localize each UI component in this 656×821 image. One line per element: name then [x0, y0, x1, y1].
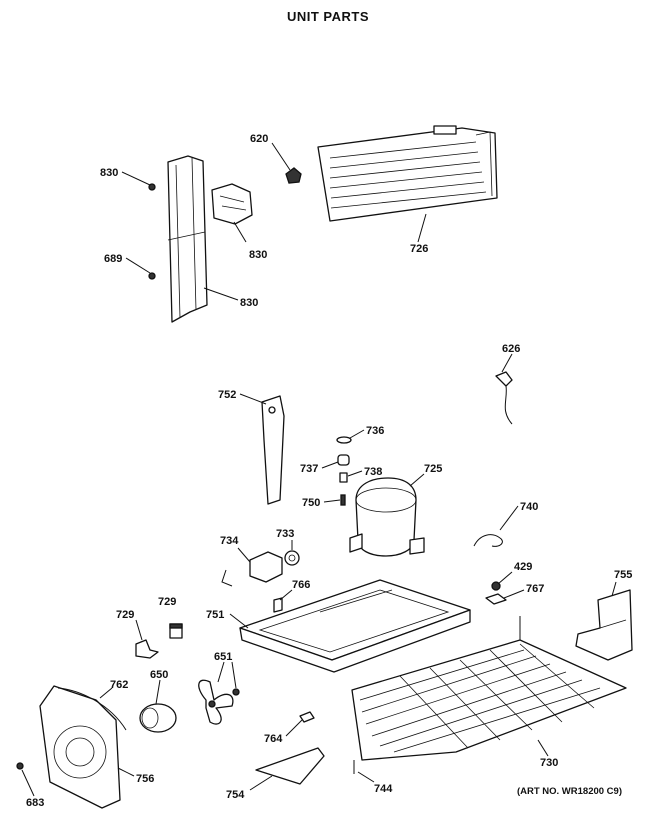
fan-shroud-gasket-part — [57, 687, 127, 731]
callout-752: 752 — [218, 389, 236, 401]
callout-750: 750 — [302, 497, 320, 509]
callout-651: 651 — [214, 651, 232, 663]
overload-clip-part — [473, 534, 503, 547]
callout-764: 764 — [264, 733, 283, 745]
callout-729: 729 — [116, 609, 134, 621]
compressor-part — [349, 477, 425, 557]
callout-755: 755 — [614, 569, 632, 581]
condenser-bracket-part — [575, 589, 633, 661]
leader-lines — [21, 142, 617, 797]
thermostat-part — [285, 167, 302, 184]
callout-labels: 830 689 830 830 620 726 626 752 736 737 … — [26, 133, 632, 809]
relay-part — [221, 551, 283, 587]
callout-756: 756 — [136, 773, 154, 785]
callout-830: 830 — [249, 249, 267, 261]
nut-part — [232, 688, 240, 696]
capacitor-bracket-part — [135, 639, 159, 659]
clip-part — [299, 711, 315, 723]
clip-part — [273, 597, 283, 613]
callout-738: 738 — [364, 466, 382, 478]
sleeve-part — [339, 472, 348, 483]
callout-429: 429 — [514, 561, 532, 573]
callout-762: 762 — [110, 679, 128, 691]
callout-730: 730 — [540, 757, 558, 769]
callout-620: 620 — [250, 133, 268, 145]
screw-part — [16, 762, 24, 770]
capacitor-part — [169, 623, 183, 639]
drain-pan-part — [255, 747, 325, 785]
callout-751: 751 — [206, 609, 224, 621]
callout-744: 744 — [374, 783, 393, 795]
grommet-part — [337, 454, 350, 466]
callout-737: 737 — [300, 463, 318, 475]
callout-729: 729 — [158, 596, 176, 608]
callout-626: 626 — [502, 343, 520, 355]
grommet-part — [336, 436, 352, 444]
compressor-bracket-part — [261, 395, 285, 505]
mullion-bracket-part — [167, 155, 208, 323]
callout-830: 830 — [240, 297, 258, 309]
fan-motor-part — [139, 703, 177, 733]
machine-compartment-pan-part — [239, 579, 471, 673]
callout-689: 689 — [104, 253, 122, 265]
art-number: (ART NO. WR18200 C9) — [516, 786, 622, 797]
callout-683: 683 — [26, 797, 44, 809]
defrost-wiring-part — [495, 371, 513, 425]
callout-767: 767 — [526, 583, 544, 595]
screw-part — [148, 183, 156, 191]
thermostat-bracket-part — [211, 183, 253, 225]
screw-part — [148, 272, 156, 280]
callout-766: 766 — [292, 579, 310, 591]
condenser-part — [351, 616, 627, 761]
fan-blade-part — [198, 679, 234, 725]
callout-736: 736 — [366, 425, 384, 437]
callout-754: 754 — [226, 789, 245, 801]
diagram-title: UNIT PARTS — [286, 9, 370, 24]
callout-726: 726 — [410, 243, 428, 255]
callout-725: 725 — [424, 463, 442, 475]
evaporator-part — [317, 125, 498, 222]
fan-shroud-part — [39, 685, 121, 809]
callout-734: 734 — [220, 535, 239, 547]
callout-733: 733 — [276, 528, 294, 540]
callout-650: 650 — [150, 669, 168, 681]
bracket-part — [485, 593, 507, 605]
callout-830: 830 — [100, 167, 118, 179]
callout-740: 740 — [520, 501, 538, 513]
overload-protector-part — [284, 550, 300, 566]
bolt-part — [340, 494, 346, 506]
